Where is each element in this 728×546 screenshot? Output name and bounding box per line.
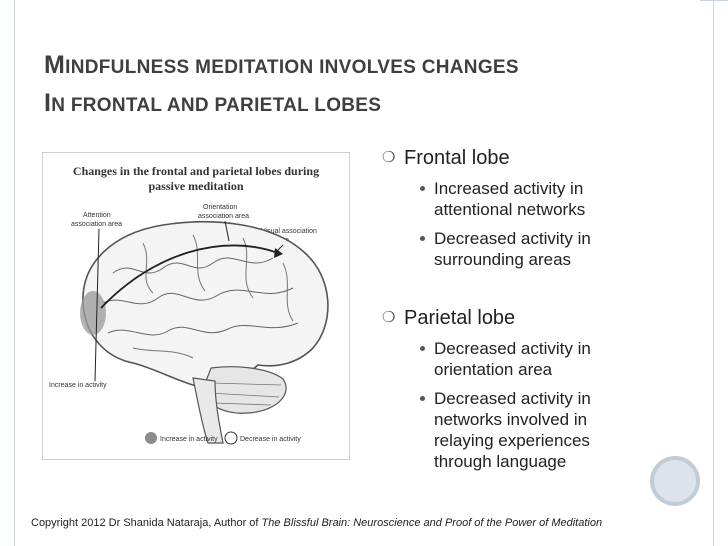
label-attention-1: Attention [83, 212, 111, 219]
decorative-circle [650, 456, 700, 506]
brain-figure: Changes in the frontal and parietal lobe… [42, 152, 350, 460]
title-initial-1: M [44, 51, 66, 79]
sub-bullet-text: Decreased activity in [434, 339, 591, 358]
title-rest-2: N FRONTAL AND PARIETAL LOBES [51, 95, 382, 116]
bullet-parietal-label: Parietal lobe [404, 307, 516, 329]
label-visual-1: Visual association [261, 228, 317, 235]
figure-title-1: Changes in the frontal and parietal lobe… [73, 164, 319, 178]
label-attention-2: association area [71, 221, 122, 228]
title-initial-2: I [44, 89, 52, 117]
sub-bullet-text: through language [434, 452, 567, 471]
sub-bullet-text: surrounding areas [434, 250, 572, 269]
brain-illustration: Changes in the frontal and parietal lobe… [49, 164, 329, 445]
legend-decrease-swatch [224, 431, 238, 445]
sub-bullet: Increased activity in attentional networ… [382, 178, 682, 220]
label-increase: Increase in activity [49, 382, 107, 389]
footer-book-title: The Blissful Brain: Neuroscience and Pro… [261, 517, 603, 529]
legend-increase-label: Increase in activity [160, 436, 218, 443]
frame-left-line [14, 0, 15, 546]
sub-bullet-text: attentional networks [434, 200, 586, 219]
bullet-parietal: ❍ Parietal lobe [382, 306, 682, 330]
footer-prefix: Copyright 2012 Dr Shanida Nataraja, Auth… [31, 517, 262, 529]
sub-bullet-text: networks involved in [434, 410, 588, 429]
bullet-marker-icon: ❍ [382, 309, 396, 326]
copyright-footer: Copyright 2012 Dr Shanida Nataraja, Auth… [31, 517, 602, 529]
title-rest-1: INDFULNESS MEDITATION INVOLVES CHANGES [65, 57, 519, 78]
frame-corner-line [700, 0, 728, 1]
sub-bullet-text: Decreased activity in [434, 389, 591, 408]
legend-increase-swatch [145, 432, 157, 444]
sub-bullet-text: relaying experiences [434, 431, 590, 450]
sub-bullet-dot-icon [420, 236, 425, 241]
bullet-marker-icon: ❍ [382, 149, 396, 166]
figure-title-2: passive meditation [148, 179, 243, 193]
sub-bullet-dot-icon [420, 186, 425, 191]
sub-bullet: Decreased activity in surrounding areas [382, 228, 682, 270]
sub-bullet: Decreased activity in orientation area [382, 338, 682, 380]
sub-bullet-dot-icon [420, 396, 425, 401]
label-orientation-1: Orientation [203, 204, 237, 211]
sub-bullet: Decreased activity in networks involved … [382, 388, 682, 472]
bullet-list: ❍ Frontal lobe Increased activity in att… [382, 146, 682, 472]
sub-bullet-dot-icon [420, 346, 425, 351]
slide-title: MINDFULNESS MEDITATION INVOLVES CHANGES … [44, 48, 664, 124]
label-orientation-2: association area [198, 213, 249, 220]
bullet-frontal: ❍ Frontal lobe [382, 146, 682, 170]
bullet-frontal-label: Frontal lobe [404, 147, 510, 169]
sub-bullet-text: Increased activity in [434, 179, 584, 198]
legend-decrease-label: Decrease in activity [240, 436, 301, 443]
sub-bullet-text: orientation area [434, 360, 553, 379]
sub-bullet-text: Decreased activity in [434, 229, 591, 248]
frame-right-line [713, 0, 714, 546]
